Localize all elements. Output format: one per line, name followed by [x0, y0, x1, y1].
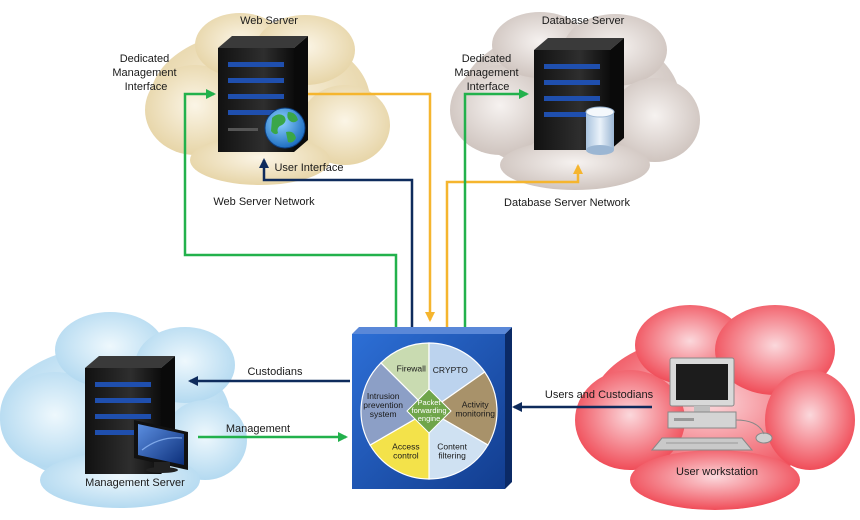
monitor-icon — [134, 420, 188, 473]
box-to-web-navy-line — [259, 158, 414, 330]
dedicated-mgmt-interface-left: Dedicated Management Interface — [112, 53, 179, 93]
access-control-segment — [369, 409, 430, 480]
box-to-db-green-line — [463, 89, 529, 330]
web-server-network-label: Web Server Network — [213, 196, 315, 208]
database-server-label: Database Server — [542, 15, 625, 27]
database-cylinder-icon — [585, 106, 615, 155]
box-to-db-yellow-line — [445, 164, 583, 330]
database-server-network-label: Database Server Network — [504, 197, 630, 209]
user-workstation-label: User workstation — [676, 466, 758, 478]
users-and-custodians-label: Users and Custodians — [545, 389, 654, 401]
custodians-label: Custodians — [247, 366, 303, 378]
packet-forwarding-engine-diamond — [406, 388, 452, 434]
globe-icon — [264, 107, 306, 149]
crypto-segment — [428, 342, 486, 413]
crypto-segment-label: CRYPTO — [433, 365, 469, 375]
web-server-label: Web Server — [240, 15, 298, 27]
workstation-icon — [650, 357, 773, 451]
content-filtering-segment — [428, 409, 489, 480]
intrusion-prevention-segment — [360, 362, 430, 446]
management-label: Management — [226, 423, 290, 435]
management-server-label: Management Server — [85, 477, 185, 489]
web-to-box-yellow-line — [303, 92, 435, 322]
user-interface-label: User Interface — [274, 162, 343, 174]
box-to-web-green-line — [183, 89, 398, 330]
activity-monitoring-segment — [427, 371, 498, 446]
firewall-segment-label: Firewall — [397, 363, 426, 373]
dedicated-mgmt-interface-right: Dedicated Management Interface — [454, 53, 521, 93]
